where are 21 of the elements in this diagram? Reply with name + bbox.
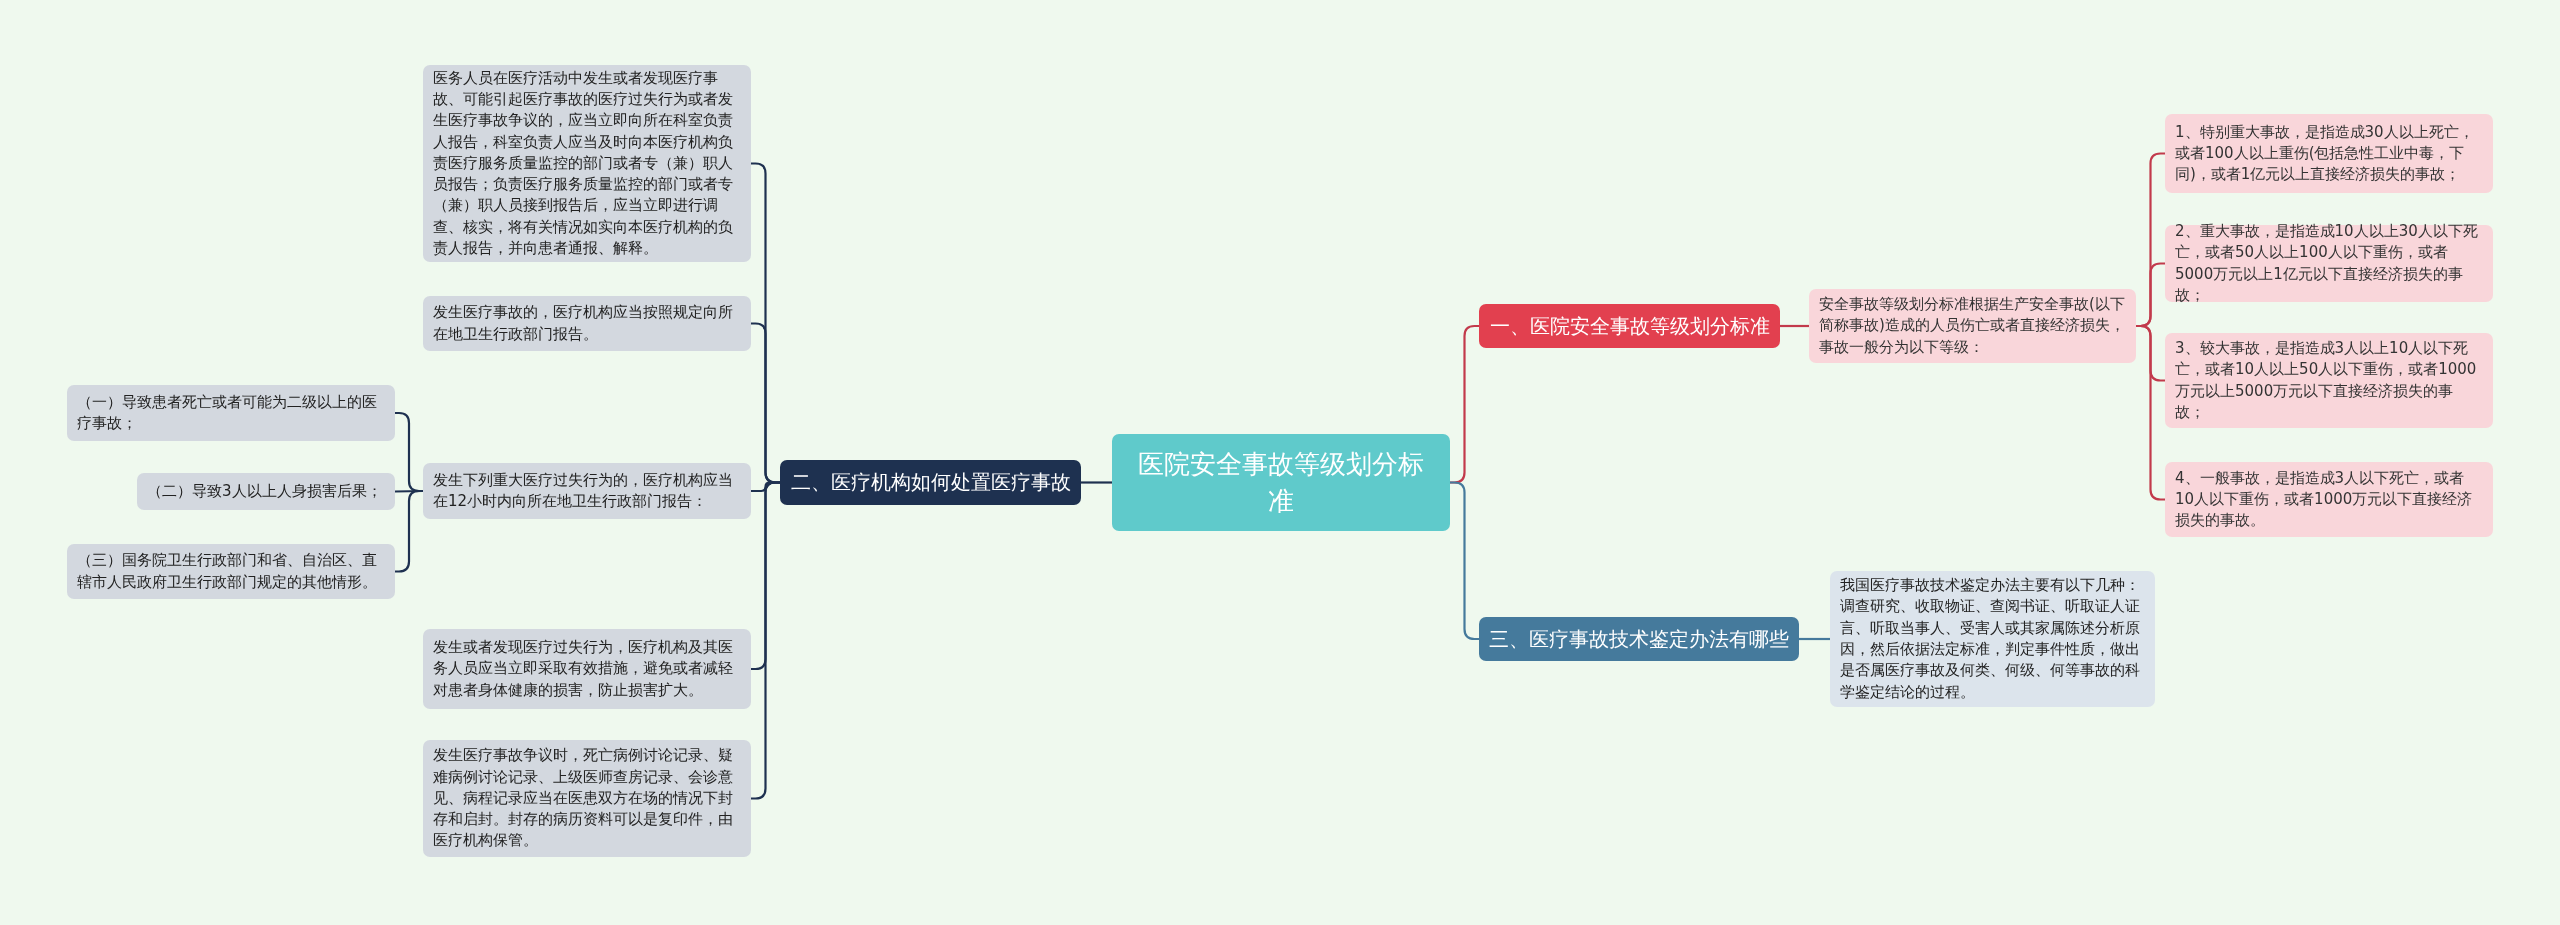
text-box: 1、特别重大事故，是指造成30人以上死亡，或者100人以上重伤(包括急性工业中毒，下同)，或者1亿元以上直接经济损失的事故； <box>2165 114 2493 193</box>
text-box: 发生下列重大医疗过失行为的，医疗机构应当在12小时内向所在地卫生行政部门报告： <box>423 463 751 519</box>
branch-topic-box: 一、医院安全事故等级划分标准 <box>1479 304 1780 348</box>
connector-line <box>1799 637 1830 641</box>
central-topic-box: 医院安全事故等级划分标准 <box>1112 434 1450 531</box>
text-box: 2、重大事故，是指造成10人以上30人以下死亡，或者50人以上100人以下重伤，或者5000万元以上1亿元以下直接经济损失的事故； <box>2165 225 2493 302</box>
text-box: 4、一般事故，是指造成3人以下死亡，或者10人以下重伤，或者1000万元以下直接经济损失的事故。 <box>2165 462 2493 537</box>
text-box: 安全事故等级划分标准根据生产安全事故(以下简称事故)造成的人员伤亡或者直接经济损失，事故一般分为以下等级： <box>1809 289 2136 363</box>
text-box: 3、较大事故，是指造成3人以上10人以下死亡，或者10人以上50人以下重伤，或者1000万元以上5000万元以下直接经济损失的事故； <box>2165 333 2493 428</box>
connector-line <box>1081 481 1112 484</box>
text-box: 我国医疗事故技术鉴定办法主要有以下几种：调查研究、收取物证、查阅书证、听取证人证言、听取当事人、受害人或其家属陈述分析原因，然后依据法定标准，判定事件性质，做出是否属医疗事故及何类、何级、何等事故的科学鉴定结论的过程。 <box>1830 571 2155 707</box>
connector-line <box>1780 324 1809 328</box>
text-box: 医务人员在医疗活动中发生或者发现医疗事故、可能引起医疗事故的医疗过失行为或者发生医疗事故争议的，应当立即向所在科室负责人报告，科室负责人应当及时向本医疗机构负责医疗服务质量监控的部门或者专（兼）职人员报告；负责医疗服务质量监控的部门或者专（兼）职人员接到报告后，应当立即进行调查、核实，将有关情况如实向本医疗机构的负责人报告，并向患者通报、解释。 <box>423 65 751 262</box>
text-box: （三）国务院卫生行政部门和省、自治区、直辖市人民政府卫生行政部门规定的其他情形。 <box>67 544 395 599</box>
text-box: 发生医疗事故的，医疗机构应当按照规定向所在地卫生行政部门报告。 <box>423 296 751 351</box>
branch-topic-box: 二、医疗机构如何处置医疗事故 <box>780 460 1081 505</box>
text-box: 发生或者发现医疗过失行为，医疗机构及其医务人员应当立即采取有效措施，避免或者减轻对患者身体健康的损害，防止损害扩大。 <box>423 629 751 709</box>
text-box: 发生医疗事故争议时，死亡病例讨论记录、疑难病例讨论记录、上级医师查房记录、会诊意见、病程记录应当在医患双方在场的情况下封存和启封。封存的病历资料可以是复印件，由医疗机构保管。 <box>423 740 751 857</box>
text-box: （一）导致患者死亡或者可能为二级以上的医疗事故； <box>67 385 395 441</box>
text-box: （二）导致3人以上人身损害后果； <box>137 473 395 510</box>
branch-topic-box: 三、医疗事故技术鉴定办法有哪些 <box>1479 617 1799 661</box>
